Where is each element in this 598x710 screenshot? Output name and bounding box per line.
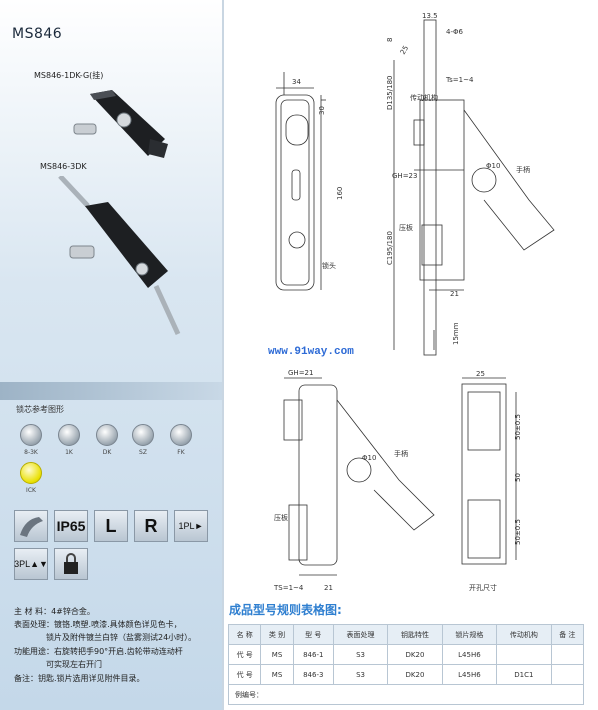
- th-key: 钥匙特性: [387, 624, 443, 645]
- dim-50a: 50±0.5: [514, 414, 522, 440]
- th-remark: 备 注: [550, 624, 585, 645]
- dim-50: 50: [514, 473, 522, 482]
- ip65-badge: IP65: [54, 510, 88, 542]
- th-surface: 表面处理: [332, 624, 389, 645]
- core-ick: ICK: [18, 462, 44, 494]
- spec-material: 主 材 料：4#锌合金。: [14, 607, 95, 616]
- model-title: MS846: [12, 26, 63, 42]
- core-8-3k: 8-3K: [18, 424, 44, 456]
- spec-surface-cont: 锁片及附件镀兰白锌（盐雾测试24小时）。: [46, 633, 197, 642]
- core-fk: FK: [168, 424, 194, 456]
- core-8-3k-icon: [20, 424, 42, 446]
- label-handle: 手柄: [516, 165, 530, 174]
- spec-surface: 表面处理：镀铬.喷塑.喷漆.具体颜色详见色卡，: [14, 620, 182, 629]
- technical-drawings: 34 30 160 锁头 13.5 4-Φ6 8 25 D135/180 Ts=…: [273, 12, 555, 592]
- table-example-row: 例编号：: [228, 684, 584, 705]
- core-title: 锁芯参考图形: [16, 405, 64, 414]
- dim-gh21: GH=21: [288, 369, 313, 377]
- label-plate2: 压板: [274, 513, 288, 522]
- product1-image: [73, 90, 168, 158]
- product1-label: MS846-1DK-G(挂): [34, 71, 104, 80]
- bottom-side-view: [283, 377, 435, 576]
- label-drive: 传动机构: [410, 93, 438, 102]
- dim-4phi6: 4-Φ6: [446, 28, 463, 36]
- dim-21b: 21: [324, 584, 333, 592]
- dim-phi10: Φ10: [486, 162, 500, 170]
- th-model: 型 号: [292, 624, 334, 645]
- 1pl-badge: 1PL►: [174, 510, 208, 542]
- left-open-badge: L: [94, 510, 128, 542]
- model-rule-table: 名 称 类 别 型 号 表面处理 钥匙特性 锁片规格 传动机构 备 注 代 号 …: [227, 624, 585, 705]
- label-plate: 压板: [399, 223, 413, 232]
- product2-label: MS846-3DK: [40, 162, 87, 171]
- core-dk-icon: [96, 424, 118, 446]
- product2-image: [58, 176, 181, 336]
- dim-13-5: 13.5: [422, 12, 438, 20]
- cutout-view: [461, 377, 517, 565]
- dim-25: 25: [399, 44, 410, 56]
- spec-note: 备注：钥匙.锁片选用详见附件目录。: [14, 674, 145, 683]
- table-title: 成品型号规则表格图:: [229, 603, 342, 617]
- dim-34: 34: [292, 78, 301, 86]
- th-category: 类 别: [260, 624, 294, 645]
- core-1k: 1K: [56, 424, 82, 456]
- dim-15mm: 15mm: [452, 322, 460, 345]
- dim-50b: 50±0.5: [514, 519, 522, 545]
- label-handle2: 手柄: [394, 449, 408, 458]
- spec-usage: 功能用途：右旋转把手90°开启.齿轮带动连动杆: [14, 647, 183, 656]
- label-lockhead: 锁头: [322, 261, 336, 270]
- padlock-feature-icon: [54, 548, 88, 580]
- dim-160: 160: [336, 187, 344, 200]
- core-sz-icon: [132, 424, 154, 446]
- dim-ts2: TS=1~4: [273, 584, 304, 592]
- watermark: www.91way.com: [268, 346, 354, 358]
- dim-21: 21: [450, 290, 459, 298]
- table-header-row: 名 称 类 别 型 号 表面处理 钥匙特性 锁片规格 传动机构 备 注: [227, 624, 585, 645]
- th-plate: 锁片规格: [441, 624, 498, 645]
- dim-135-180: D135/180: [386, 76, 394, 110]
- core-sz: SZ: [130, 424, 156, 456]
- core-1k-icon: [58, 424, 80, 446]
- core-dk: DK: [94, 424, 120, 456]
- 3pl-badge: 3PL▲▼: [14, 548, 48, 580]
- dim-phi10b: Φ10: [362, 454, 376, 462]
- dim-25b: 25: [476, 370, 485, 378]
- panel-divider: [222, 0, 224, 710]
- arrow-updown-icon: ▲▼: [30, 559, 48, 569]
- right-open-badge: R: [134, 510, 168, 542]
- dim-30: 30: [318, 106, 326, 115]
- section-band: [0, 382, 222, 400]
- example-label: 例编号：: [228, 684, 584, 705]
- th-name: 名 称: [227, 624, 262, 645]
- arrow-right-icon: ►: [194, 521, 204, 531]
- dim-gh23: GH=23: [392, 172, 417, 180]
- core-fk-icon: [170, 424, 192, 446]
- table-row: 代 号 MS 846-3 S3 DK20 L45H6 D1C1: [227, 664, 585, 685]
- left-panel: MS846 MS846-1DK-G(挂) MS846-3DK 锁芯参考图形 8-…: [0, 0, 222, 710]
- side-view: [393, 19, 555, 356]
- front-view: [275, 72, 326, 291]
- label-cutout: 开孔尺寸: [469, 583, 497, 592]
- dim-ts: Ts=1~4: [445, 76, 474, 84]
- core-ick-icon: [20, 462, 42, 484]
- dim-195-180: C195/180: [386, 231, 394, 265]
- th-drive: 传动机构: [496, 624, 552, 645]
- spec-usage-cont: 可实现左右开门: [46, 660, 102, 669]
- dim-8: 8: [386, 38, 394, 42]
- handle-feature-icon: [14, 510, 48, 542]
- table-row: 代 号 MS 846-1 S3 DK20 L45H6: [227, 644, 585, 665]
